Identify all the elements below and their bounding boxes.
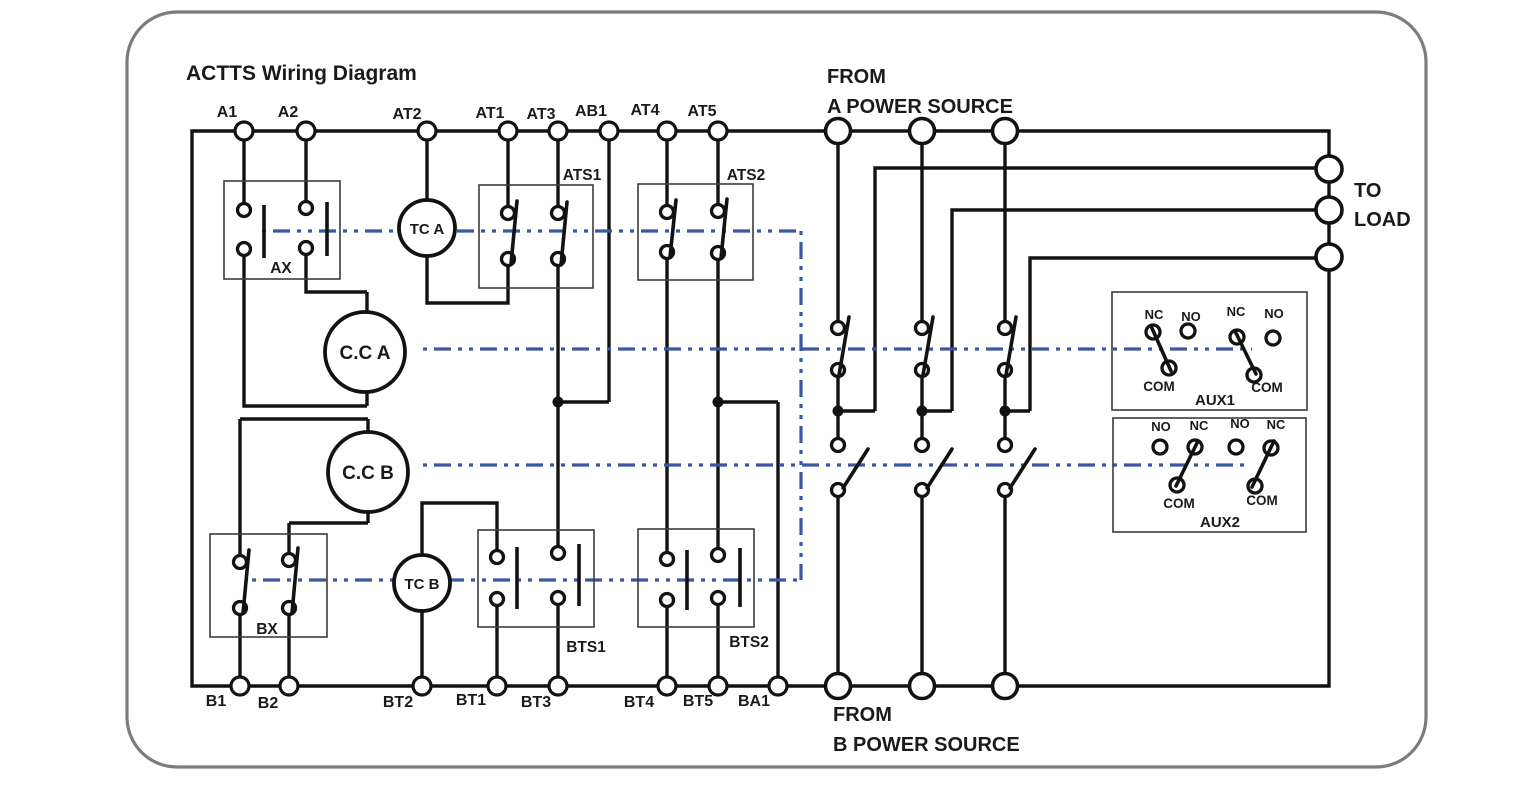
aux2-no2-label: NO — [1230, 416, 1250, 431]
contactor-labels: AX ATS1 ATS2 BX BTS1 BTS2 — [256, 167, 769, 656]
aux1-name: AUX1 — [1195, 392, 1235, 409]
aux1-nc1-label: NC — [1145, 307, 1164, 322]
source-b-line2: B POWER SOURCE — [833, 734, 1020, 756]
to-load-line2: LOAD — [1354, 209, 1411, 231]
terminal-label-b2: B2 — [258, 695, 279, 712]
aux2-com1-label: COM — [1163, 496, 1195, 511]
terminal-label-bt4: BT4 — [624, 694, 654, 711]
aux1-labels: NC NO NC NO COM COM AUX1 — [1143, 304, 1284, 409]
source-b-line1: FROM — [833, 704, 892, 726]
tc-a-coil — [397, 198, 457, 258]
terminal-label-at3: AT3 — [526, 106, 555, 123]
aux2-name: AUX2 — [1200, 514, 1240, 531]
cc-b-label: C.C B — [342, 463, 394, 484]
coils — [323, 198, 457, 613]
ax-box — [223, 180, 341, 280]
source-a-line1: FROM — [827, 66, 886, 88]
terminal-label-at1: AT1 — [475, 105, 504, 122]
terminal-label-at2: AT2 — [392, 106, 421, 123]
terminal-label-bt2: BT2 — [383, 694, 413, 711]
aux2-box — [1112, 417, 1307, 533]
contact-circles — [231, 199, 1282, 617]
tc-a-label: TC A — [410, 221, 445, 238]
ats2-box — [637, 183, 754, 281]
source-a-line2: A POWER SOURCE — [827, 96, 1013, 118]
ats2-label: ATS2 — [727, 167, 765, 184]
terminal-label-a1: A1 — [217, 104, 238, 121]
ax-label: AX — [270, 260, 292, 277]
to-load-line1: TO — [1354, 180, 1381, 202]
cc-a-coil — [323, 310, 407, 394]
aux2-no1-label: NO — [1151, 419, 1171, 434]
source-load-labels: FROM A POWER SOURCE FROM B POWER SOURCE … — [827, 66, 1411, 756]
coil-labels: TC A C.C A C.C B TC B — [339, 221, 444, 593]
cc-a-label: C.C A — [339, 343, 390, 364]
top-terminal-circles — [233, 120, 729, 142]
aux1-box — [1111, 291, 1308, 411]
top-terminal-labels: A1 A2 AT2 AT1 AT3 AB1 AT4 AT5 — [217, 102, 717, 123]
bts1-box — [477, 529, 595, 628]
aux1-nc2-label: NC — [1227, 304, 1246, 319]
junction-dots — [552, 396, 1011, 417]
aux1-com1-label: COM — [1143, 379, 1175, 394]
bts2-label: BTS2 — [729, 634, 769, 651]
circuit-wires — [190, 129, 1331, 688]
aux1-no1-label: NO — [1181, 309, 1201, 324]
bx-box — [209, 533, 328, 638]
terminal-label-ba1: BA1 — [738, 693, 770, 710]
power-source-circles — [823, 116, 1020, 701]
aux1-com2-label: COM — [1251, 380, 1283, 395]
bx-label: BX — [256, 621, 278, 638]
diagram-title: ACTTS Wiring Diagram — [186, 62, 417, 85]
contact-blades — [241, 197, 1276, 615]
terminal-label-at4: AT4 — [630, 102, 659, 119]
terminal-label-ab1: AB1 — [575, 103, 607, 120]
aux2-labels: NO NC NO NC COM COM AUX2 — [1151, 416, 1286, 531]
bottom-terminal-labels: B1 B2 BT2 BT1 BT3 BT4 BT5 BA1 — [206, 692, 770, 712]
terminal-label-at5: AT5 — [687, 103, 716, 120]
ats1-box — [478, 184, 594, 289]
tc-b-coil — [392, 553, 452, 613]
terminal-label-bt3: BT3 — [521, 694, 551, 711]
ats1-label: ATS1 — [563, 167, 602, 184]
tc-b-label: TC B — [405, 576, 440, 593]
mechanical-linkage-lines — [252, 229, 1252, 582]
terminal-label-bt5: BT5 — [683, 693, 713, 710]
terminal-label-bt1: BT1 — [456, 692, 486, 709]
aux2-nc2-label: NC — [1267, 417, 1286, 432]
aux2-com2-label: COM — [1246, 493, 1278, 508]
bts2-box — [637, 528, 755, 628]
terminal-label-b1: B1 — [206, 693, 227, 710]
contactor-boxes — [209, 180, 1308, 638]
load-terminal-circles — [1314, 154, 1344, 272]
cc-b-coil — [326, 430, 410, 514]
aux1-no2-label: NO — [1264, 306, 1284, 321]
diagram-frame — [125, 10, 1428, 769]
aux2-nc1-label: NC — [1190, 418, 1209, 433]
terminal-label-a2: A2 — [278, 104, 299, 121]
bottom-terminal-circles — [229, 675, 789, 697]
bts1-label: BTS1 — [566, 639, 606, 656]
